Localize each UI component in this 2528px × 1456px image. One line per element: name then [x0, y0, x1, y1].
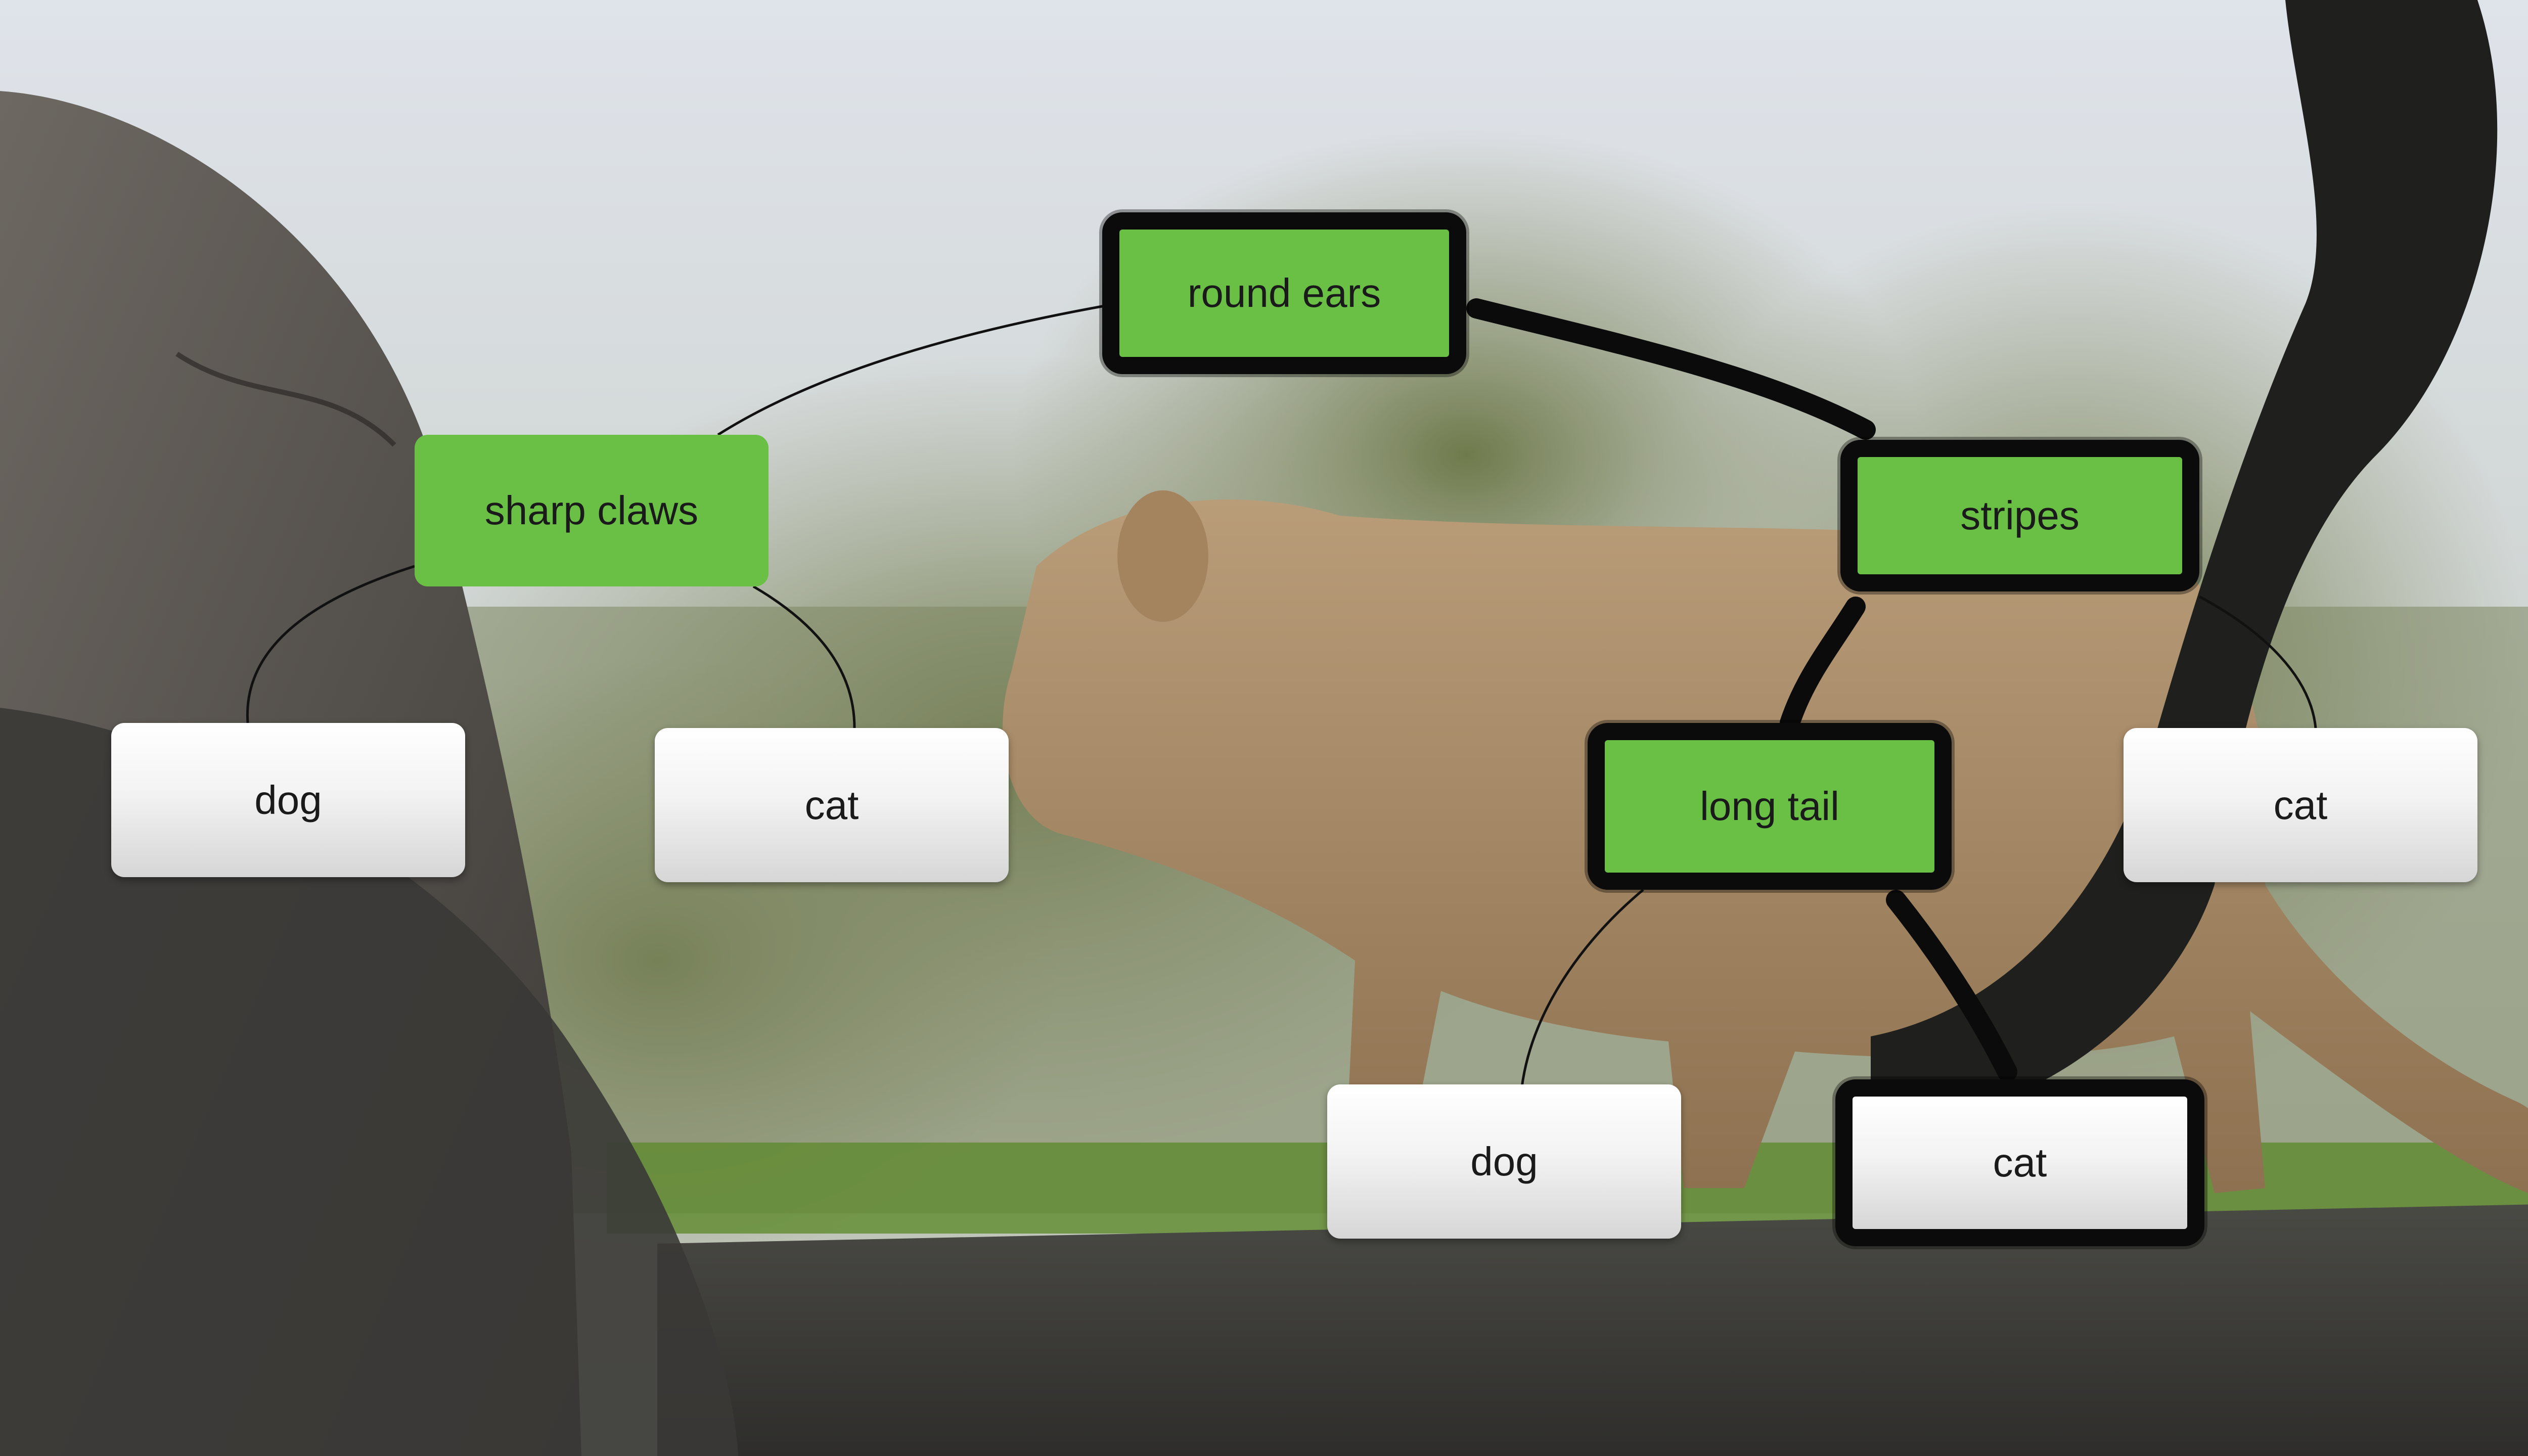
node-stripes: stripes — [1840, 440, 2199, 592]
edge-sharp-claws-to-cat — [752, 585, 856, 729]
node-sharp-claws: sharp claws — [415, 435, 769, 586]
leaf-label: cat — [1993, 1140, 2047, 1185]
edge-stripes-to-cat — [2198, 595, 2317, 729]
node-label: round ears — [1187, 270, 1381, 315]
node-round-ears: round ears — [1102, 212, 1466, 374]
edge-root-to-sharp-claws — [717, 304, 1105, 436]
edge-root-to-stripes — [1466, 298, 1876, 440]
leaf-cat-stripes: cat — [2124, 728, 2477, 882]
node-label: stripes — [1960, 493, 2080, 538]
node-long-tail: long tail — [1588, 723, 1952, 890]
leaf-label: dog — [254, 777, 322, 823]
edge-long-tail-to-cat — [1886, 890, 2017, 1082]
node-label: long tail — [1700, 784, 1839, 829]
leaf-label: cat — [2273, 782, 2328, 828]
leaf-dog-long-tail: dog — [1327, 1084, 1681, 1239]
leaf-label: dog — [1470, 1139, 1538, 1184]
edge-stripes-to-long-tail — [1780, 597, 1866, 733]
leaf-dog-sharp-claws: dog — [111, 723, 465, 877]
node-label: sharp claws — [484, 488, 699, 533]
leaf-cat-sharp-claws: cat — [655, 728, 1009, 882]
leaf-cat-long-tail: cat — [1835, 1079, 2204, 1246]
leaf-label: cat — [804, 782, 859, 828]
edge-sharp-claws-to-dog — [246, 565, 415, 723]
edge-long-tail-to-dog — [1520, 889, 1644, 1087]
